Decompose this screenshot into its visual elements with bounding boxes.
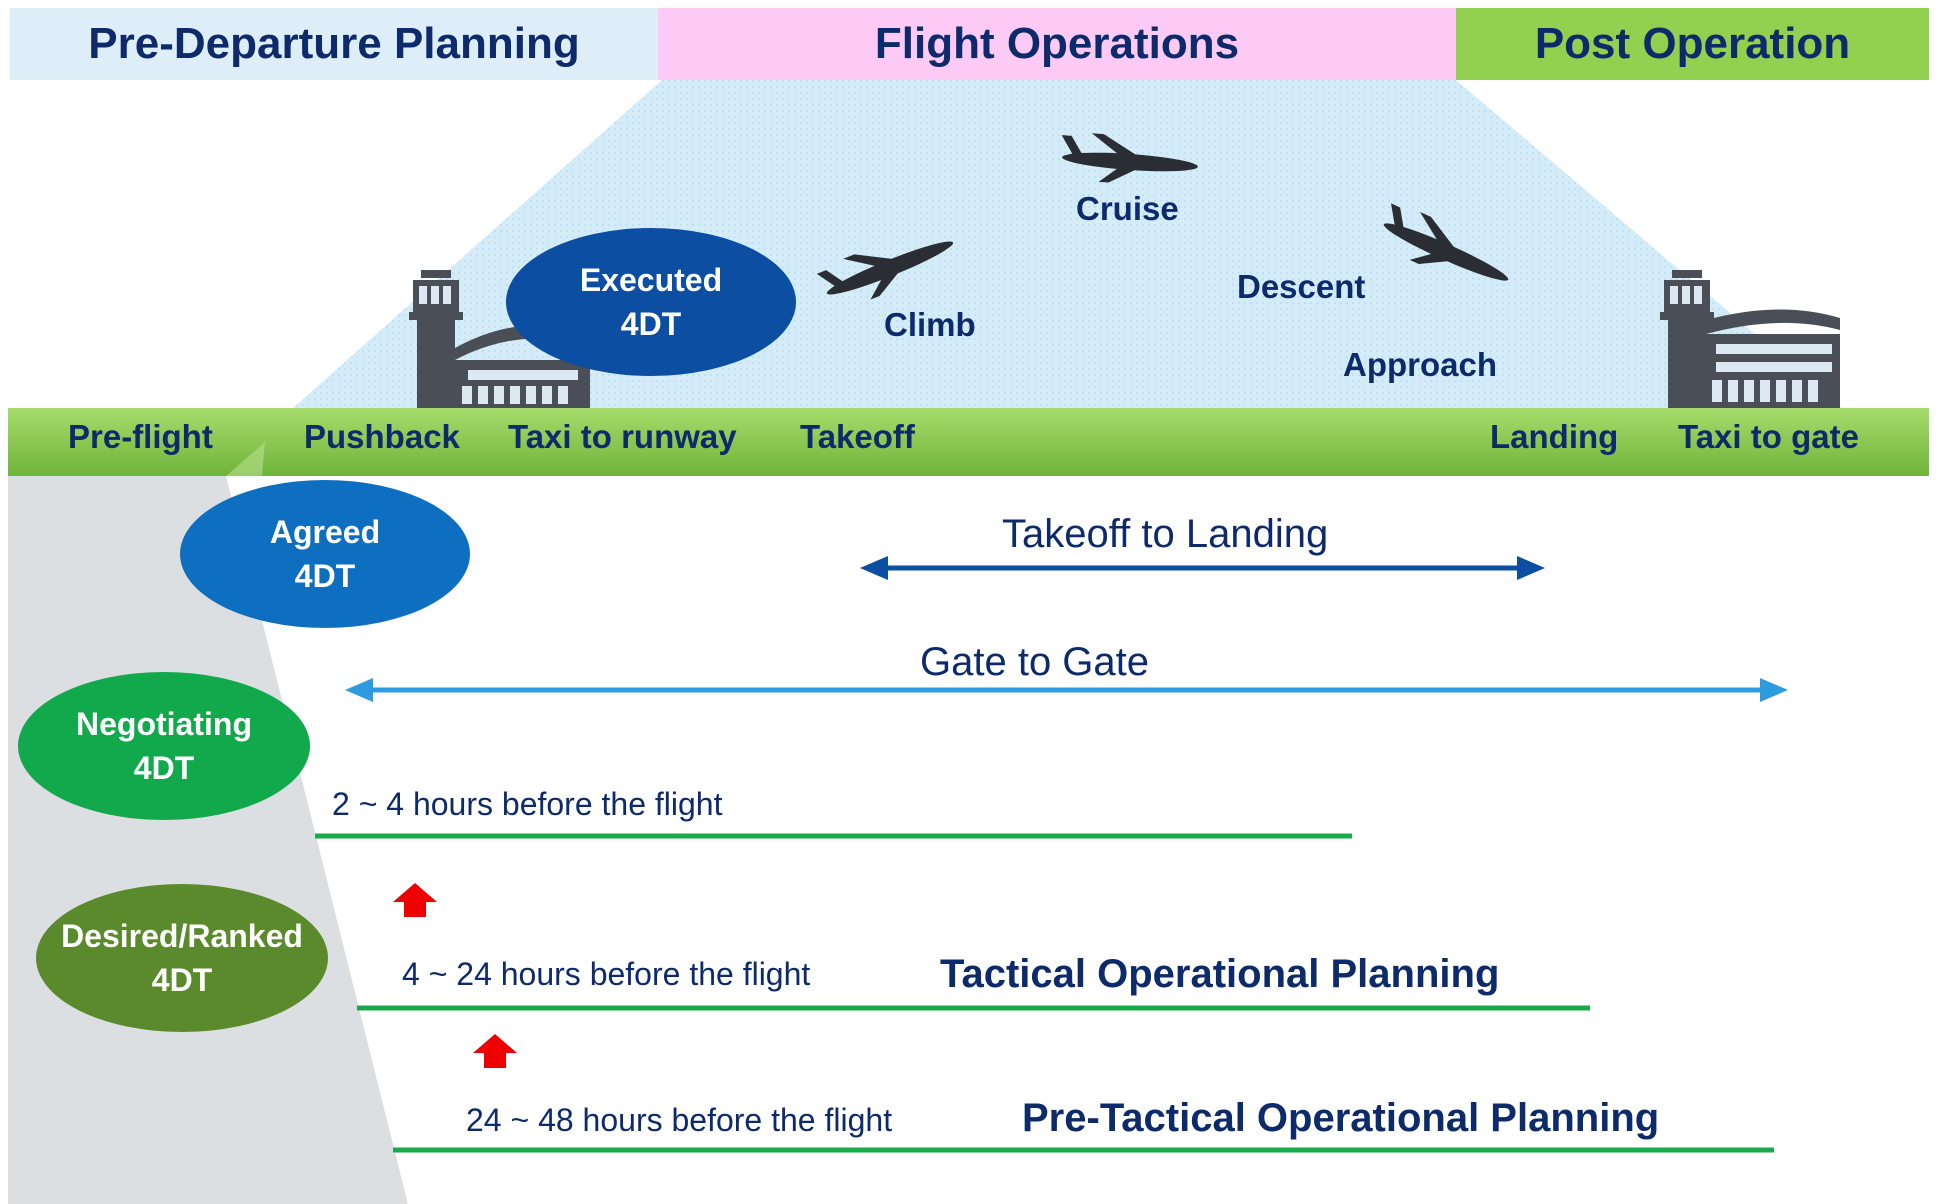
header-pre-departure-label: Pre-Departure Planning bbox=[88, 19, 580, 68]
executed-4dt-badge: Executed 4DT bbox=[506, 228, 796, 376]
airplane-icon bbox=[1383, 203, 1509, 281]
agreed-4dt-label: 4DT bbox=[294, 558, 356, 594]
negotiating-4dt-badge: Negotiating 4DT bbox=[18, 672, 310, 820]
up-arrow-icon bbox=[393, 883, 437, 917]
phase-descent: Descent bbox=[1237, 268, 1366, 305]
control-tower-icon bbox=[409, 270, 463, 408]
timeline-label-2: 4 ~ 24 hours before the flight bbox=[402, 956, 811, 992]
header-post-operation: Post Operation bbox=[1456, 8, 1929, 80]
gate-to-gate-arrow bbox=[345, 678, 1788, 702]
airplane-icon bbox=[816, 241, 954, 300]
desired-ranked-4dt-badge: Desired/Ranked 4DT bbox=[36, 884, 328, 1032]
desired-ranked-label: Desired/Ranked bbox=[61, 918, 303, 954]
phase-cruise: Cruise bbox=[1076, 190, 1179, 227]
desired-4dt-label: 4DT bbox=[151, 962, 213, 998]
agreed-label: Agreed bbox=[269, 514, 381, 550]
executed-4dt-label: 4DT bbox=[620, 306, 682, 342]
header-pre-departure: Pre-Departure Planning bbox=[10, 8, 658, 80]
agreed-4dt-badge: Agreed 4DT bbox=[180, 480, 470, 628]
timeline-label-3: 24 ~ 48 hours before the flight bbox=[466, 1102, 893, 1138]
pre-tactical-planning-label: Pre-Tactical Operational Planning bbox=[1022, 1096, 1660, 1140]
ground-band bbox=[8, 408, 1929, 476]
up-arrow-icon bbox=[473, 1034, 517, 1068]
sky-area bbox=[293, 80, 1842, 408]
terminal-icon bbox=[1706, 309, 1840, 408]
ground-phase-pushback: Pushback bbox=[304, 418, 460, 455]
phase-climb: Climb bbox=[884, 306, 976, 343]
airplane-icon bbox=[1061, 133, 1198, 183]
tactical-planning-label: Tactical Operational Planning bbox=[940, 952, 1500, 996]
negotiating-label: Negotiating bbox=[76, 706, 252, 742]
negotiating-4dt-label: 4DT bbox=[133, 750, 195, 786]
header-post-operation-label: Post Operation bbox=[1534, 19, 1851, 68]
timeline-label-1: 2 ~ 4 hours before the flight bbox=[332, 786, 723, 822]
ground-phase-pre-flight: Pre-flight bbox=[68, 418, 213, 455]
executed-label: Executed bbox=[579, 262, 723, 298]
takeoff-to-landing-arrow bbox=[860, 556, 1545, 580]
gate-to-gate-label: Gate to Gate bbox=[920, 640, 1150, 684]
ground-phase-taxi-to-gate: Taxi to gate bbox=[1678, 418, 1859, 455]
ground-phase-takeoff: Takeoff bbox=[800, 418, 915, 455]
ground-phase-taxi-to-runway: Taxi to runway bbox=[508, 418, 737, 455]
ground-phase-landing: Landing bbox=[1490, 418, 1619, 455]
header-flight-operations-label: Flight Operations bbox=[874, 19, 1240, 68]
control-tower-icon bbox=[1660, 270, 1714, 408]
header-flight-operations: Flight Operations bbox=[658, 8, 1456, 80]
phase-approach: Approach bbox=[1343, 346, 1498, 383]
takeoff-to-landing-label: Takeoff to Landing bbox=[1002, 512, 1329, 556]
